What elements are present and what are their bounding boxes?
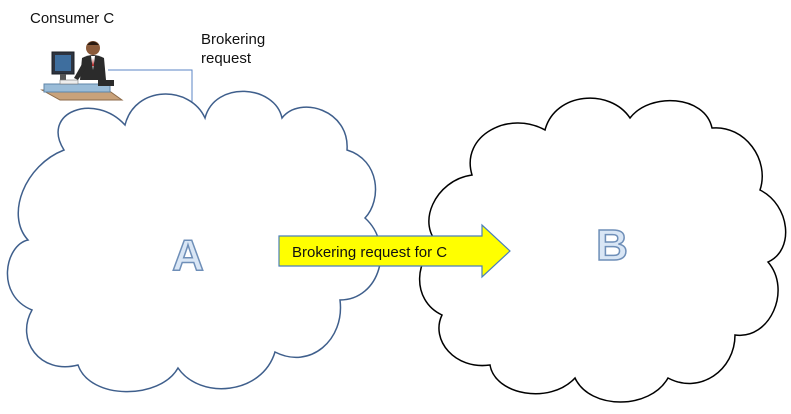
brokering-request-label: Brokering request xyxy=(201,30,265,68)
forward-arrow xyxy=(278,223,511,279)
brokering-request-line1: Brokering xyxy=(201,31,266,48)
cloud-a xyxy=(6,90,382,393)
cloud-b-letter: B xyxy=(596,221,628,270)
cloud-a-letter: A xyxy=(172,231,204,280)
person-at-computer-icon xyxy=(40,41,124,101)
consumer-label: Consumer C xyxy=(30,10,115,27)
brokering-request-line2: request xyxy=(201,50,252,67)
forward-arrow-label: Brokering request for C xyxy=(292,244,447,261)
cloud-b xyxy=(418,97,787,403)
